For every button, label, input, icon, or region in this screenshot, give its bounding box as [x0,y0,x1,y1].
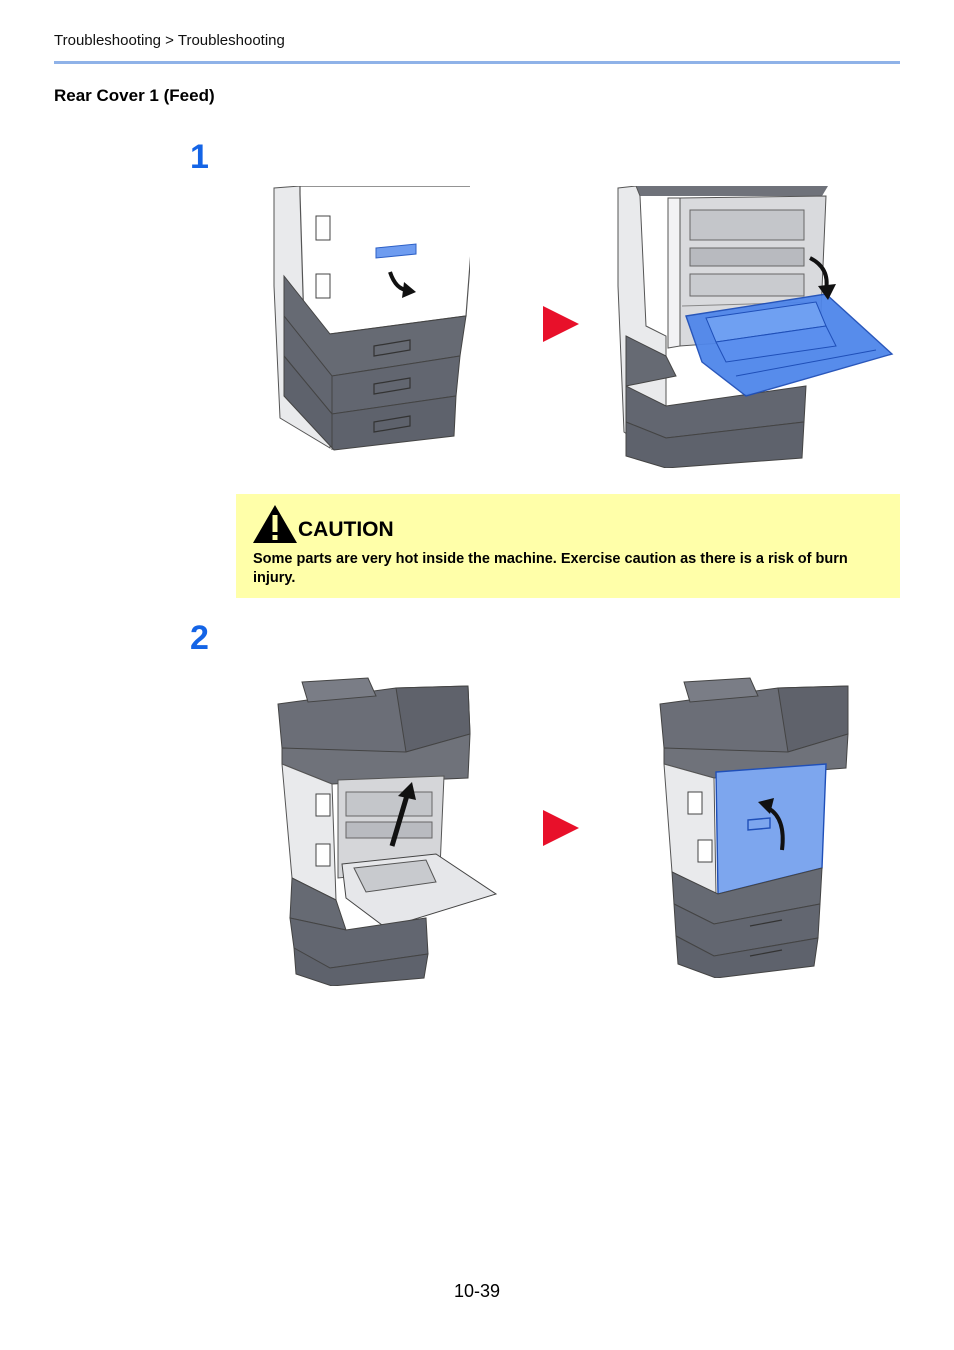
breadcrumb: Troubleshooting > Troubleshooting [54,32,285,49]
figure-rear-cover-closed [273,186,470,451]
figure-close-rear-cover-end [659,677,849,978]
figure-rear-cover-open [617,186,894,468]
section-title: Rear Cover 1 (Feed) [54,86,215,105]
page-number: 10-39 [453,1281,501,1301]
header-rule [54,61,900,64]
next-step-arrow [543,306,579,342]
caution-title: CAUTION [298,518,394,541]
caution-box: CAUTION Some parts are very hot inside t… [236,494,900,598]
step-number-2: 2 [190,619,209,657]
figure-close-rear-cover-start [277,677,498,986]
caution-text: Some parts are very hot inside the machi… [253,551,848,586]
warning-triangle-icon [253,505,297,543]
step-number-1: 1 [190,138,209,176]
next-step-arrow [543,810,579,846]
